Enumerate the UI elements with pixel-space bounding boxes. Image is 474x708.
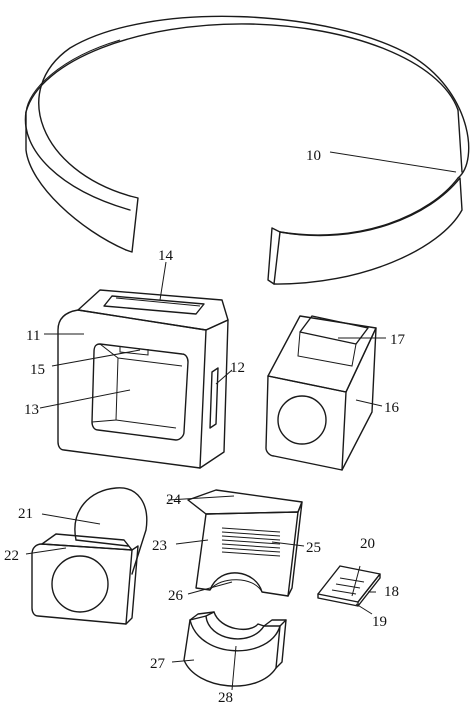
label-side-slot: 12 [230, 360, 245, 376]
label-plunger-plate: 22 [4, 548, 19, 564]
cap-block-part [265, 315, 386, 471]
holder-grid [221, 527, 281, 557]
label-cap-block: 16 [384, 400, 400, 416]
chip-part [317, 565, 381, 615]
label-cradle-groove: 28 [218, 690, 233, 706]
label-chip-pattern: 20 [360, 536, 375, 552]
label-holder-notch: 26 [168, 588, 184, 604]
label-holder-top: 24 [166, 492, 182, 508]
label-cap-top: 17 [390, 332, 406, 348]
label-inner-step: 15 [30, 362, 45, 378]
reference-numerals: 10 11 12 13 14 15 16 17 18 19 20 21 22 2… [4, 148, 406, 706]
label-chip-base: 19 [372, 614, 387, 630]
plunger-part [25, 487, 148, 625]
frame-part [39, 261, 233, 469]
holder-part [167, 489, 305, 597]
label-window: 13 [24, 402, 39, 418]
label-frame: 11 [26, 328, 40, 344]
label-cradle: 27 [150, 656, 166, 672]
label-band: 10 [306, 148, 321, 164]
label-holder: 23 [152, 538, 167, 554]
label-chip: 18 [384, 584, 399, 600]
cradle-part [171, 611, 287, 691]
label-plunger-body: 21 [18, 506, 33, 522]
label-holder-grid: 25 [306, 540, 321, 556]
band-part [24, 15, 470, 285]
label-top-slot: 14 [158, 248, 174, 264]
